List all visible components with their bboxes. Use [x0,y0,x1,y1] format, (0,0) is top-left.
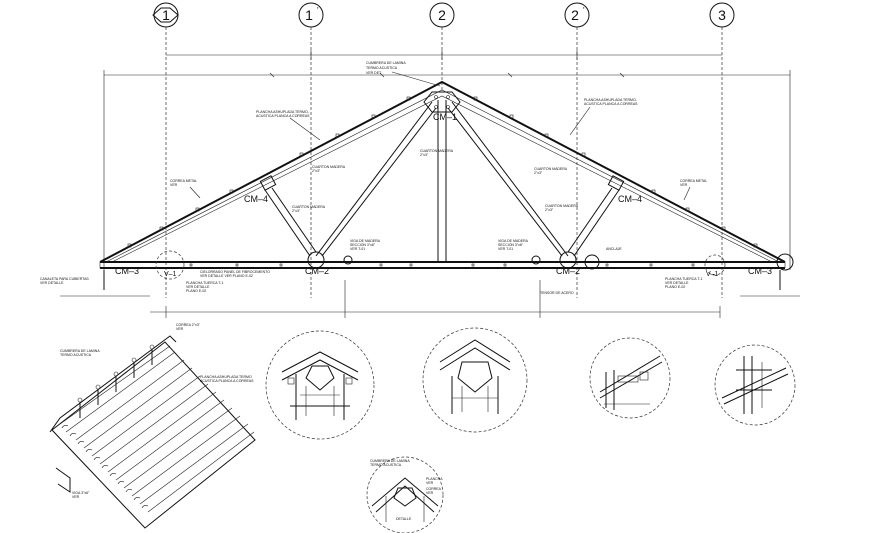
pd-note-c2: VER [176,327,184,331]
rd-note-c1: CORREA [426,487,442,491]
cm3-right-label: CM–3 [748,266,772,276]
note-strut-left-2a: CUARTON MADERA [292,205,326,209]
apex-plate [423,91,461,113]
pd-note-c1: CORREA 2"x3" [176,323,201,327]
detail-circle-1 [265,330,375,440]
note-anchor: ANCLAJE [606,247,622,251]
axis-1-prime: 1 ' [298,2,324,298]
note-deck-right-1: PLANCHA ASHUPLADA TERMO- [584,98,638,102]
v1-left-label: V–1 [164,271,177,278]
note-strut-right-2a: CUARTON MADERA [545,204,579,208]
axis-2p-prime: ' [583,6,585,15]
note-strut-right-1b: 2"x3" [534,171,543,175]
node-left [307,251,325,269]
purlins [127,96,758,248]
main-truss [99,80,794,290]
pd-note-b2: ACUSTICA PLANCA A CORREAS [200,379,254,383]
note-purlin-right-2: VER [680,183,688,187]
axis-1p-label: 1 [305,7,313,23]
note-strut-right-2b: 2"x3" [545,208,554,212]
detail-circle-2 [422,327,528,433]
note-purlin-left-2: VER [170,183,178,187]
cm1-label: CM–1 [433,112,457,122]
node-right [559,251,577,269]
member-labels: CM–1 CM–2 CM–2 CM–3 CM–3 CM–4 CM–4 V–1 V… [115,112,772,278]
note-beam-left-1: VIGA DE MADERA [350,239,381,243]
pd-note-b1: PLANCHA ASHUPLADA TERMO [200,375,252,379]
support-right [704,254,726,276]
note-ceiling-1: CIELORRASO PANEL DE FIBROCEMENTO [200,270,270,274]
v1-right-label: V–1 [706,271,719,278]
pd-note-a1: CUMBRERA DE LAMINA [60,349,100,353]
pd-note-d2: VER [72,495,80,499]
note-purlin-left-1: CORREA METAL [170,179,197,183]
panel-detail: CUMBRERA DE LAMINA TERMO ACUSTICA CORREA… [49,323,256,529]
pd-note-a2: TERMO ACUSTICA [60,353,92,357]
note-strut-right-1a: CUARTON MADERA [534,167,568,171]
axis-1p-prime: ' [317,6,319,15]
detail-circle-3 [589,337,671,419]
top-chord [99,80,786,263]
rd-note-d: DETALLE [396,517,412,521]
axis-grid: 1 1 ' 2 2 ' 3 [152,2,735,298]
annotations: CUMBRERA DE LAMINA TERMO ACUSTICA VER DE… [40,61,707,295]
support-left [155,250,185,280]
note-deck-left-2: ACUSTICA PLANCA A CORREAS [256,114,310,118]
rd-note-c2: VER [426,491,434,495]
corrugations [59,345,255,513]
note-strut-center-b: 2"x3" [420,153,429,157]
axis-2: 2 [429,2,455,90]
cm4-left-label: CM–4 [244,194,268,204]
note-eave-1: CANALETA PARA CUBIERTAS [40,277,89,281]
note-beam-right-1: VIGA DE MADERA [498,239,529,243]
note-beam-right-2: SECCION 3"x6" [498,243,524,247]
axis-2-prime: 2 ' [564,2,590,298]
note-beam-left-3: VER T-01 [350,247,365,251]
note-ridge-1: CUMBRERA DE LAMINA [366,61,406,65]
note-strut-left-1a: CUARTON MADERA [312,165,346,169]
note-ridge-3: VER DET. [366,71,382,75]
note-plate-right-2: VER DETALLE [665,281,689,285]
note-strut-center-a: CUARTON MADERA [420,149,454,153]
note-ceiling-2: VER DETALLE VER PLANO E-02 [200,274,253,278]
note-strut-left-2b: 2"x3" [292,209,301,213]
note-beam-left-2: SECCION 3"x6" [350,243,376,247]
bottom-bolts [189,263,695,267]
note-ridge-2: TERMO ACUSTICA [366,66,398,70]
axis-2-label: 2 [438,7,446,23]
axis-1-label: 1 [162,7,170,23]
note-purlin-right-1: CORREA METAL [680,179,707,183]
note-eave-2: VER DETALLE [40,281,64,285]
rd-note-a2: TERMO ACUSTICA [370,463,402,467]
axis-1: 1 [152,2,179,298]
cm3-left-label: CM–3 [115,266,139,276]
note-plate-left-3: PLANO E-02 [186,289,206,293]
note-plate-left-2: VER DETALLE [186,285,210,289]
rd-note-b2: VER [426,481,434,485]
note-deck-left-1: PLANCHA ASHUPLADA TERMO- [256,110,310,114]
note-plate-right-3: PLANO E-02 [665,285,685,289]
cm2-left-label: CM–2 [305,266,329,276]
top-dimensions [103,50,791,270]
note-plate-right-1: PLANCHA TUERCA T-1 [665,277,702,281]
note-strut-left-1b: 2"x3" [312,169,321,173]
axis-2p-label: 2 [571,7,579,23]
cm2-right-label: CM–2 [556,266,580,276]
note-plate-left-1: PLANCHA TUERCA T-1 [186,281,223,285]
rd-note-a1: CUMBRERA DE LAMINA [370,459,410,463]
note-beam-right-3: VER T-01 [498,247,513,251]
rd-note-b1: PLANCHA [426,477,443,481]
detail-circle-4 [714,344,796,426]
axis-3-label: 3 [718,7,726,23]
note-deck-right-2: ACUSTICA PLANCA A CORREAS [584,102,638,106]
pd-note-d1: VIGA 3"x6" [72,491,90,495]
axis-3: 3 [709,2,735,298]
bottom-dimensions [60,280,800,318]
cm4-right-label: CM–4 [618,194,642,204]
detail-circle-5: CUMBRERA DE LAMINA TERMO ACUSTICA PLANCH… [366,456,444,533]
note-tie: TENSOR DE ACERO [540,291,574,295]
